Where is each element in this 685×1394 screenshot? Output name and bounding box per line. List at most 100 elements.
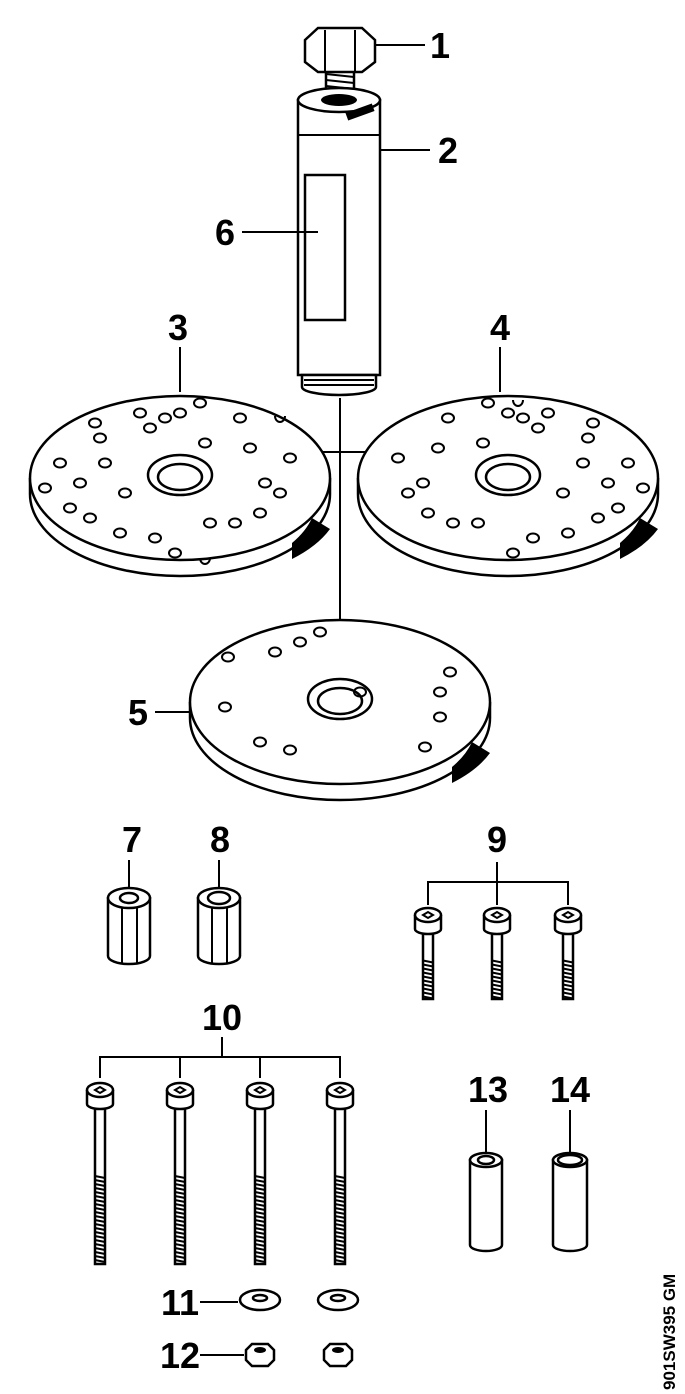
thread-line: [254, 1211, 266, 1215]
thread-line: [94, 1175, 106, 1179]
thread-line: [94, 1231, 106, 1235]
notch: [512, 399, 524, 407]
thread-line: [254, 1255, 266, 1259]
thread-line: [174, 1243, 186, 1247]
part-12-nuts: [244, 1342, 354, 1368]
thread-line: [254, 1227, 266, 1231]
bolt-hole: [581, 432, 595, 444]
label-part-3: 3: [168, 307, 188, 348]
thread-line: [94, 1207, 106, 1211]
bolt-hole: [193, 397, 207, 409]
thread-line: [334, 1251, 346, 1255]
part-4-disc: [356, 394, 660, 578]
thread-line: [491, 983, 503, 988]
bolt-hole: [586, 417, 600, 429]
bolt-hole: [221, 651, 235, 663]
thread-line: [334, 1259, 346, 1263]
thread-line: [254, 1207, 266, 1211]
part-9-screws: [413, 906, 583, 1001]
thread-line: [491, 959, 503, 964]
bolt-hole: [621, 457, 635, 469]
thread-line: [422, 979, 434, 984]
label-part-8: 8: [210, 819, 230, 860]
thread-line: [325, 79, 355, 84]
bolt-hole: [433, 711, 447, 723]
thread-line: [94, 1215, 106, 1219]
bolt-hole: [313, 626, 327, 638]
bolt-hole: [421, 507, 435, 519]
label-part-4: 4: [490, 307, 510, 348]
bolt-hole: [268, 646, 282, 658]
thread-line: [491, 975, 503, 980]
thread-line: [334, 1203, 346, 1207]
bolt-hole: [293, 636, 307, 648]
bolt-hole: [63, 502, 77, 514]
thread-line: [94, 1255, 106, 1259]
label-part-9: 9: [487, 819, 507, 860]
thread-line: [422, 971, 434, 976]
thread-line: [422, 963, 434, 968]
label-part-10: 10: [202, 997, 242, 1038]
bolt-hole: [636, 482, 650, 494]
screw-head-top: [165, 1081, 195, 1099]
screw-head-top: [85, 1081, 115, 1099]
bolt-hole: [53, 457, 67, 469]
bolt-hole: [198, 437, 212, 449]
thread-line: [174, 1251, 186, 1255]
part-8-spacer-nut: [196, 886, 242, 966]
bolt-hole: [93, 432, 107, 444]
thread-line: [562, 983, 574, 988]
bolt-hole: [481, 397, 495, 409]
thread-line: [94, 1199, 106, 1203]
thread-line: [422, 959, 434, 964]
thread-line: [334, 1175, 346, 1179]
thread-line: [254, 1195, 266, 1199]
bolt-hole: [38, 482, 52, 494]
thread-line: [94, 1239, 106, 1243]
part-6-label-window: [303, 173, 347, 322]
bolt-hole: [431, 442, 445, 454]
thread-line: [254, 1243, 266, 1247]
thread-line: [94, 1227, 106, 1231]
thread-line: [94, 1219, 106, 1223]
thread-line: [94, 1195, 106, 1199]
bolt-hole: [443, 666, 457, 678]
thread-line: [174, 1227, 186, 1231]
thread-line: [334, 1191, 346, 1195]
bolt-hole: [243, 442, 257, 454]
part-11-washers: [238, 1288, 360, 1312]
thread-line: [174, 1255, 186, 1259]
label-part-12: 12: [160, 1335, 200, 1376]
bolt-hole: [83, 512, 97, 524]
thread-line: [491, 987, 503, 992]
thread-line: [94, 1259, 106, 1263]
disc-shadow: [452, 742, 490, 783]
thread-line: [422, 987, 434, 992]
bolt-hole: [591, 512, 605, 524]
thread-line: [254, 1183, 266, 1187]
label-part-13: 13: [468, 1069, 508, 1110]
bolt-hole: [506, 547, 520, 559]
thread-line: [491, 963, 503, 968]
thread-line: [174, 1179, 186, 1183]
bolt-hole: [576, 457, 590, 469]
torx-icon: [421, 910, 435, 920]
thread-line: [174, 1183, 186, 1187]
thread-line: [174, 1175, 186, 1179]
thread-line: [334, 1239, 346, 1243]
bolt-hole: [501, 407, 515, 419]
screw-head-top: [482, 906, 512, 924]
thread-line: [94, 1187, 106, 1191]
disc-shadow: [620, 518, 658, 559]
bolt-hole: [228, 517, 242, 529]
thread-line: [422, 967, 434, 972]
thread-line: [254, 1175, 266, 1179]
thread-line: [491, 967, 503, 972]
torx-icon: [490, 910, 504, 920]
thread-line: [94, 1235, 106, 1239]
label-part-6: 6: [215, 212, 235, 253]
torx-icon: [93, 1085, 107, 1095]
center-hole-thread: [484, 462, 532, 492]
bolt-hole: [143, 422, 157, 434]
screw-head-top: [325, 1081, 355, 1099]
